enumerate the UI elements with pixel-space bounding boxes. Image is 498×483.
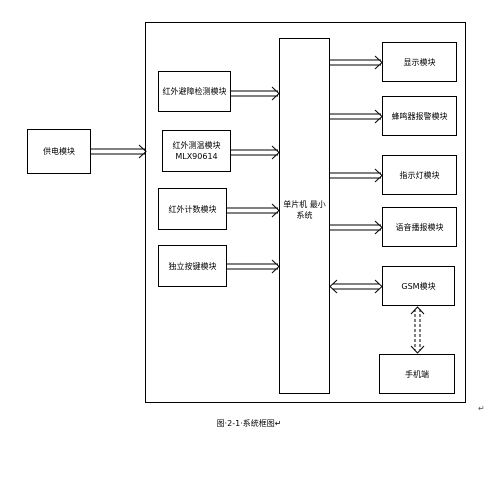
voice-module-label: 语音播报模块 [395, 222, 444, 232]
led-module: 指示灯模块 [382, 155, 457, 195]
arrow-keys-mcu [227, 259, 280, 274]
buzzer-module: 蜂鸣器报警模块 [382, 96, 457, 136]
power-module: 供电模块 [27, 129, 91, 174]
ir-temp-module: 红外测温模块 MLX90614 [162, 130, 231, 172]
key-module: 独立按键模块 [158, 245, 227, 287]
ir-obstacle-module: 红外避障检测模块 [158, 71, 231, 112]
mcu-label: 单片机 最小系统 [283, 200, 326, 220]
arrow-gsm-phone [414, 309, 421, 351]
phone-terminal: 手机端 [379, 354, 455, 394]
buzzer-module-label: 蜂鸣器报警模块 [391, 111, 448, 121]
gsm-module: GSM模块 [382, 266, 455, 306]
gsm-module-label: GSM模块 [401, 281, 436, 291]
display-module: 显示模块 [382, 42, 457, 82]
arrow-mcu-voice [330, 220, 383, 235]
arrow-mcu-buzzer [330, 109, 383, 124]
system-frame [145, 22, 466, 403]
ir-count-label: 红外计数模块 [168, 204, 217, 214]
arrow-mcu-led [330, 168, 383, 183]
phone-label: 手机端 [405, 369, 429, 379]
figure-caption: 图·2-1·系统框图↵ [216, 419, 282, 428]
arrow-count-mcu [227, 203, 280, 218]
voice-module: 语音播报模块 [382, 207, 457, 247]
paragraph-return-mark: ↵ [478, 404, 485, 413]
arrow-mcu-gsm [329, 279, 383, 294]
ir-temp-label: 红外测温模块 MLX90614 [172, 141, 221, 161]
arrow-gsm-phone-heads [410, 306, 425, 354]
key-module-label: 独立按键模块 [168, 261, 217, 271]
ir-obstacle-label: 红外避障检测模块 [162, 87, 227, 96]
mcu-block: 单片机 最小系统 [279, 38, 330, 394]
arrow-mcu-display [330, 55, 383, 70]
arrow-obstacle-mcu [231, 86, 280, 101]
arrow-power-in [91, 144, 147, 159]
power-module-label: 供电模块 [43, 147, 75, 156]
arrow-temp-mcu [231, 145, 280, 160]
display-module-label: 显示模块 [403, 57, 436, 67]
led-module-label: 指示灯模块 [399, 170, 440, 180]
ir-count-module: 红外计数模块 [158, 188, 227, 230]
